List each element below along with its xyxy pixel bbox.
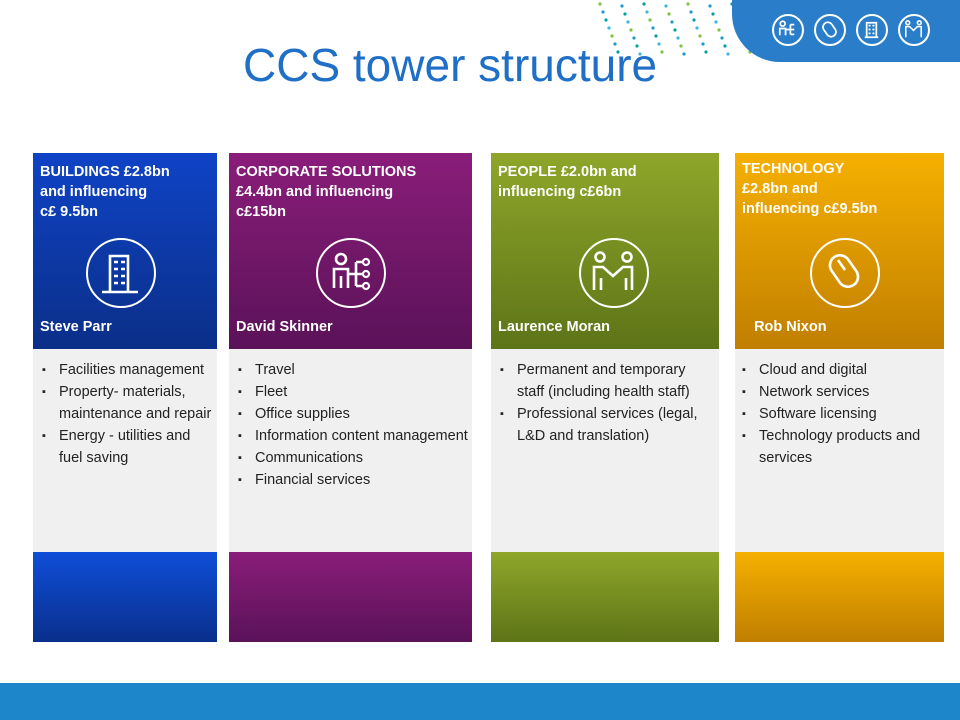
tower-lead: David Skinner xyxy=(236,319,333,335)
decorative-dot xyxy=(613,42,617,46)
header-icon-band xyxy=(732,0,960,62)
decorative-dot xyxy=(632,36,636,40)
decorative-dot xyxy=(607,26,611,30)
list-item: Technology products and services xyxy=(740,425,940,469)
tower-heading: CORPORATE SOLUTIONS £4.4bn and influenci… xyxy=(236,164,417,220)
tower-heading: BUILDINGS £2.8bn and influencing c£ 9.5b… xyxy=(40,164,170,220)
list-item: Facilities management xyxy=(40,359,213,381)
decorative-dot xyxy=(689,10,693,14)
mouse-icon xyxy=(810,238,880,308)
decorative-dot xyxy=(623,12,627,16)
list-item: Travel xyxy=(236,359,468,381)
list-item: Software licensing xyxy=(740,403,940,425)
page-title: CCS tower structure xyxy=(243,39,658,91)
tower-footer-block xyxy=(735,552,944,642)
tower-heading: TECHNOLOGY £2.8bn and influencing c£9.5b… xyxy=(742,161,878,217)
tower-footer-block xyxy=(33,552,217,642)
tower-lead: Steve Parr xyxy=(40,319,112,335)
decorative-dot xyxy=(676,36,680,40)
tower-services: Permanent and temporary staff (including… xyxy=(491,349,719,552)
decorative-dot xyxy=(604,18,608,22)
handshake-icon xyxy=(579,238,649,308)
tower-footer-block xyxy=(491,552,719,642)
decorative-dot xyxy=(648,18,652,22)
decorative-dot xyxy=(692,18,696,22)
list-item: Property- materials, maintenance and rep… xyxy=(40,381,213,425)
tower-services: Travel Fleet Office supplies Information… xyxy=(229,349,472,552)
decorative-dot xyxy=(642,2,646,6)
tower-corporate-solutions: CORPORATE SOLUTIONS £4.4bn and influenci… xyxy=(229,153,472,642)
decorative-dot xyxy=(673,28,677,32)
decorative-dot xyxy=(620,4,624,8)
tower-technology: TECHNOLOGY £2.8bn and influencing c£9.5b… xyxy=(735,153,944,642)
decorative-dot xyxy=(717,28,721,32)
decorative-dot xyxy=(695,26,699,30)
list-item: Information content management xyxy=(236,425,468,447)
decorative-dot xyxy=(682,52,686,56)
decorative-dot xyxy=(701,42,705,46)
decorative-dot xyxy=(610,34,614,38)
decorative-dot xyxy=(598,2,602,6)
decorative-dot xyxy=(651,26,655,30)
decorative-dot xyxy=(723,44,727,48)
decorative-dot xyxy=(670,20,674,24)
decorative-dot xyxy=(626,20,630,24)
decorative-dot xyxy=(660,50,664,54)
tower-services: Facilities management Property- material… xyxy=(33,349,217,552)
tower-header: TECHNOLOGY £2.8bn and influencing c£9.5b… xyxy=(735,153,944,349)
list-item: Fleet xyxy=(236,381,468,403)
tower-services: Cloud and digital Network services Softw… xyxy=(735,349,944,552)
list-item: Network services xyxy=(740,381,940,403)
list-item: Permanent and temporary staff (including… xyxy=(498,359,715,403)
list-item: Office supplies xyxy=(236,403,468,425)
decorative-dot xyxy=(679,44,683,48)
list-item: Energy - utilities and fuel saving xyxy=(40,425,213,469)
decorative-dot xyxy=(654,34,658,38)
decorative-dot xyxy=(714,20,718,24)
handshake-icon xyxy=(898,14,930,46)
decorative-dot xyxy=(726,52,730,56)
list-item: Cloud and digital xyxy=(740,359,940,381)
decorative-dot xyxy=(711,12,715,16)
tower-buildings: BUILDINGS £2.8bn and influencing c£ 9.5b… xyxy=(33,153,217,642)
decorative-dot xyxy=(635,44,639,48)
decorative-dot xyxy=(616,50,620,54)
decorative-dot xyxy=(601,10,605,14)
decorative-dot xyxy=(708,4,712,8)
building-icon xyxy=(856,14,888,46)
list-item: Professional services (legal, L&D and tr… xyxy=(498,403,715,447)
tower-people: PEOPLE £2.0bn and influencing c£6bn Laur… xyxy=(491,153,719,642)
decorative-dot xyxy=(667,12,671,16)
tower-header: BUILDINGS £2.8bn and influencing c£ 9.5b… xyxy=(33,153,217,349)
mouse-icon xyxy=(814,14,846,46)
decorative-dot xyxy=(686,2,690,6)
org-chart-icon xyxy=(316,238,386,308)
list-item: Communications xyxy=(236,447,468,469)
tower-header: PEOPLE £2.0bn and influencing c£6bn Laur… xyxy=(491,153,719,349)
tower-heading: PEOPLE £2.0bn and influencing c£6bn xyxy=(498,164,637,200)
tower-lead: Laurence Moran xyxy=(498,319,610,335)
decorative-dot xyxy=(638,52,642,56)
footer-band xyxy=(0,683,960,720)
list-item: Financial services xyxy=(236,469,468,491)
decorative-dot xyxy=(720,36,724,40)
decorative-dot xyxy=(704,50,708,54)
tower-lead: Rob Nixon xyxy=(742,319,827,335)
tower-header: CORPORATE SOLUTIONS £4.4bn and influenci… xyxy=(229,153,472,349)
tower-footer-block xyxy=(229,552,472,642)
decorative-dot xyxy=(629,28,633,32)
decorative-dot xyxy=(664,4,668,8)
decorative-dot xyxy=(657,42,661,46)
org-chart-icon xyxy=(772,14,804,46)
building-icon xyxy=(86,238,156,308)
decorative-dot xyxy=(645,10,649,14)
decorative-dot xyxy=(698,34,702,38)
